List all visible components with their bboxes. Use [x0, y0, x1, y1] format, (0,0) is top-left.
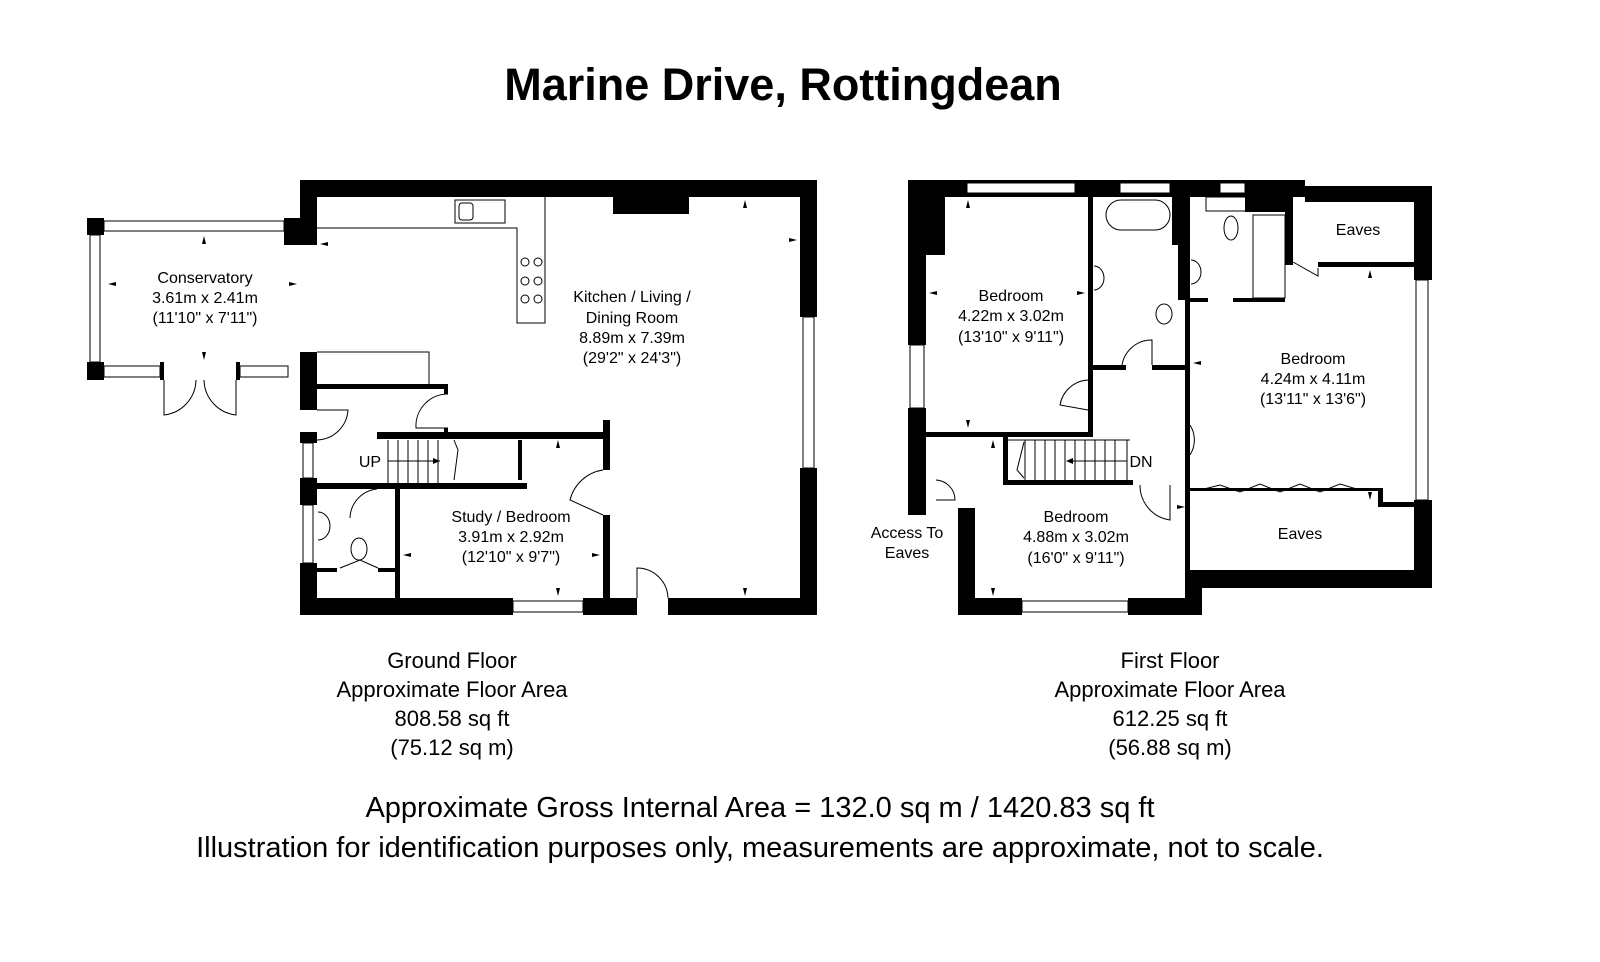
- access-hatch-door: [935, 479, 956, 501]
- bedroom3-imperial: (16'0" x 9'11"): [1027, 550, 1124, 567]
- staircase-down: [1008, 439, 1130, 480]
- conservatory-name: Conservatory: [157, 270, 252, 287]
- door: [1139, 484, 1171, 521]
- basin: [1093, 265, 1105, 291]
- kitchen-counter: [317, 197, 546, 324]
- study-name: Study / Bedroom: [451, 509, 570, 526]
- door: [1121, 339, 1153, 366]
- study-imperial: (12'10" x 9'7"): [462, 549, 560, 566]
- bedroom1-metric: 4.22m x 3.02m: [958, 308, 1064, 325]
- bedroom3-name: Bedroom: [1044, 509, 1109, 526]
- stair-down-label: DN: [1129, 454, 1152, 471]
- hob-icon: [520, 257, 543, 304]
- door: [316, 409, 349, 441]
- study-metric: 3.91m x 2.92m: [458, 529, 564, 546]
- ground-interior-walls: [316, 197, 689, 598]
- caption-floor: Ground Floor: [387, 648, 517, 673]
- door: [1189, 424, 1195, 456]
- access-eaves-line1: Access To: [871, 525, 944, 542]
- conservatory-metric: 3.61m x 2.41m: [152, 290, 258, 307]
- window: [1219, 182, 1246, 194]
- window: [302, 442, 314, 479]
- conservatory-imperial: (11'10" x 7'11"): [153, 310, 258, 327]
- door: [415, 393, 449, 429]
- window: [966, 182, 1076, 194]
- staircase-up: [387, 439, 459, 483]
- caption-floor: First Floor: [1121, 648, 1220, 673]
- disclaimer: Illustration for identification purposes…: [196, 832, 1324, 864]
- caption-sqm: (75.12 sq m): [390, 735, 514, 760]
- window: [89, 234, 101, 363]
- basin: [1190, 259, 1202, 285]
- stair-up-label: UP: [359, 454, 381, 471]
- caption-sqft: 808.58 sq ft: [395, 706, 510, 731]
- window: [1119, 182, 1171, 194]
- caption-label: Approximate Floor Area: [336, 677, 568, 702]
- ground-floor-plan: Conservatory 3.61m x 2.41m (11'10" x 7'1…: [87, 180, 817, 615]
- window: [909, 344, 925, 409]
- bathtub: [1105, 199, 1171, 231]
- ground-floor-caption: Ground Floor Approximate Floor Area 808.…: [336, 648, 568, 760]
- dimension-arrows: [929, 200, 1372, 596]
- kitchen-imperial: (29'2" x 24'3"): [583, 350, 681, 367]
- window: [1021, 600, 1129, 613]
- door: [569, 469, 604, 516]
- toilet: [1223, 215, 1239, 241]
- eaves-door: [1292, 261, 1319, 277]
- first-interior-walls: [926, 196, 1414, 600]
- gross-area: Approximate Gross Internal Area = 132.0 …: [365, 792, 1154, 824]
- window: [239, 365, 289, 378]
- toilet: [1155, 303, 1173, 325]
- basin: [317, 511, 331, 541]
- toilet: [350, 537, 368, 561]
- caption-sqft: 612.25 sq ft: [1113, 706, 1228, 731]
- chimney-breast: [613, 197, 689, 214]
- eaves-top-label: Eaves: [1336, 222, 1380, 239]
- first-floor-caption: First Floor Approximate Floor Area 612.2…: [1054, 648, 1286, 760]
- bedroom1-imperial: (13'10" x 9'11"): [958, 329, 1064, 346]
- conservatory-walls: [87, 218, 300, 416]
- bedroom1-name: Bedroom: [979, 288, 1044, 305]
- window: [802, 316, 815, 469]
- access-eaves-line2: Eaves: [885, 545, 929, 562]
- wardrobe-doors: [1199, 483, 1361, 493]
- window: [103, 220, 285, 232]
- wc-cistern: [339, 559, 379, 569]
- window: [512, 600, 584, 613]
- eaves-bottom-label: Eaves: [1278, 526, 1322, 543]
- door: [1059, 379, 1089, 411]
- first-outer-walls: [908, 180, 1432, 615]
- dimension-arrows: [108, 200, 797, 596]
- window: [1415, 279, 1429, 501]
- shower: [1252, 214, 1286, 299]
- bedroom3-metric: 4.88m x 3.02m: [1023, 529, 1129, 546]
- caption-label: Approximate Floor Area: [1054, 677, 1286, 702]
- plan-title: Marine Drive, Rottingdean: [504, 59, 1062, 110]
- window: [302, 504, 314, 564]
- kitchen-metric: 8.89m x 7.39m: [579, 330, 685, 347]
- sink: [454, 199, 506, 224]
- door: [349, 488, 378, 519]
- bedroom2-name: Bedroom: [1281, 351, 1346, 368]
- first-floor-plan: Bedroom 4.22m x 3.02m (13'10" x 9'11") B…: [871, 180, 1432, 615]
- kitchen-name-line1: Kitchen / Living /: [573, 289, 691, 306]
- front-door: [636, 567, 669, 599]
- bedroom2-metric: 4.24m x 4.11m: [1261, 371, 1366, 388]
- caption-sqm: (56.88 sq m): [1108, 735, 1232, 760]
- french-doors: [163, 379, 237, 416]
- window: [103, 365, 161, 378]
- bedroom2-imperial: (13'11" x 13'6"): [1260, 391, 1366, 408]
- ground-outer-walls: [300, 180, 817, 615]
- kitchen-name-line2: Dining Room: [586, 310, 678, 327]
